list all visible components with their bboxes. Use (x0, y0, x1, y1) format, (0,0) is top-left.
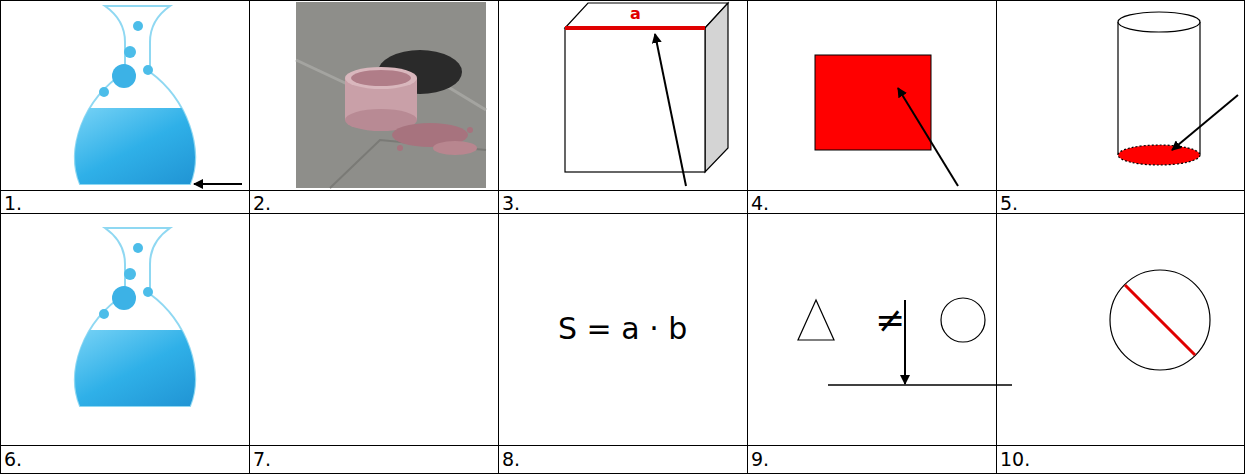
callout-number: 7. (253, 449, 271, 470)
pointer-arrow (655, 34, 686, 186)
pointer-arrow (898, 88, 958, 186)
callout-number: 5. (1000, 193, 1018, 214)
circle-shape (1110, 270, 1210, 370)
diameter-line (1125, 285, 1195, 355)
callout-number: 6. (4, 449, 22, 470)
triangle-shape (798, 300, 834, 340)
callout-number: 10. (1000, 449, 1030, 470)
cube (565, 3, 728, 172)
pointer-arrow (194, 183, 242, 185)
circle-shape (941, 298, 985, 342)
callout-number: 1. (4, 193, 22, 214)
dimension-label: a (630, 5, 641, 23)
callout-number: 2. (253, 193, 271, 214)
flask-icon (60, 6, 210, 188)
red-rectangle (815, 55, 931, 150)
base-line (828, 384, 1012, 386)
callout-number: 4. (751, 193, 769, 214)
callout-number: 8. (502, 449, 520, 470)
callout-number: 9. (751, 449, 769, 470)
symbol-text: ≠ (875, 300, 905, 340)
formula-text: S = a · b (558, 312, 687, 345)
flask-icon (60, 228, 210, 410)
callout-number: 3. (502, 193, 520, 214)
edge-highlight (565, 26, 705, 30)
pointer-arrow (1172, 95, 1238, 150)
cylinder (1118, 12, 1200, 165)
powder-photo (296, 2, 486, 188)
